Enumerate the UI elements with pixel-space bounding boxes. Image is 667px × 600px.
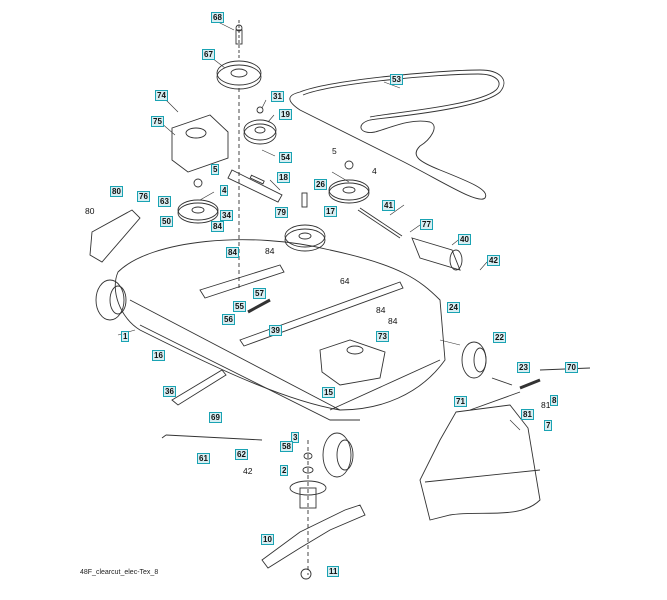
part-label-71[interactable]: 71 <box>454 396 467 407</box>
part-label-5[interactable]: 5 <box>211 164 220 175</box>
part-label-36[interactable]: 36 <box>163 386 176 397</box>
part-label-22[interactable]: 22 <box>493 332 506 343</box>
part-label-19[interactable]: 19 <box>279 109 292 120</box>
part-label-80[interactable]: 80 <box>110 186 123 197</box>
belt-shield-76 <box>89 209 141 263</box>
mower-deck-1 <box>114 239 446 411</box>
part-label-41[interactable]: 41 <box>382 200 395 211</box>
rod-61 <box>165 434 263 441</box>
part-label-58[interactable]: 58 <box>280 441 293 452</box>
part-label-75[interactable]: 75 <box>151 116 164 127</box>
part-label-40[interactable]: 40 <box>458 234 471 245</box>
part-label-80-plain[interactable]: 80 <box>85 206 95 216</box>
part-label-4[interactable]: 4 <box>220 185 229 196</box>
part-label-63[interactable]: 63 <box>158 196 171 207</box>
part-label-42-plain[interactable]: 42 <box>243 466 253 476</box>
part-label-77[interactable]: 77 <box>420 219 433 230</box>
part-label-84-c[interactable]: 84 <box>265 246 275 256</box>
part-label-16[interactable]: 16 <box>152 350 165 361</box>
part-label-79[interactable]: 79 <box>275 207 288 218</box>
part-label-3[interactable]: 3 <box>291 432 300 443</box>
part-label-23[interactable]: 23 <box>517 362 530 373</box>
part-label-18[interactable]: 18 <box>277 172 290 183</box>
discharge-chute-7 <box>419 404 541 521</box>
spindle-cover-73 <box>319 339 386 386</box>
part-label-84-d[interactable]: 84 <box>376 305 386 315</box>
part-label-81-plain[interactable]: 81 <box>541 400 551 410</box>
part-label-1[interactable]: 1 <box>121 331 130 342</box>
part-label-74[interactable]: 74 <box>155 90 168 101</box>
part-label-34[interactable]: 34 <box>220 210 233 221</box>
idler-pulley-19 <box>243 123 277 145</box>
roller-shaft-41 <box>357 209 401 239</box>
part-label-31[interactable]: 31 <box>271 91 284 102</box>
part-label-61[interactable]: 61 <box>197 453 210 464</box>
part-label-24[interactable]: 24 <box>447 302 460 313</box>
part-label-4-plain[interactable]: 4 <box>372 166 377 176</box>
lift-arm <box>199 264 285 299</box>
part-label-8[interactable]: 8 <box>550 395 559 406</box>
part-label-50[interactable]: 50 <box>160 216 173 227</box>
idler-arm-18 <box>227 169 283 203</box>
lift-link-36 <box>171 369 227 406</box>
part-label-84[interactable]: 84 <box>211 221 224 232</box>
blade-nut-11 <box>300 568 312 580</box>
part-label-67[interactable]: 67 <box>202 49 215 60</box>
bracket-75 <box>171 114 229 173</box>
part-label-84-b[interactable]: 84 <box>226 247 239 258</box>
pulley-4-right <box>328 182 370 204</box>
part-label-10[interactable]: 10 <box>261 534 274 545</box>
gauge-wheel-front <box>322 432 352 478</box>
part-label-56[interactable]: 56 <box>222 314 235 325</box>
part-label-55[interactable]: 55 <box>233 301 246 312</box>
part-label-39[interactable]: 39 <box>269 325 282 336</box>
part-label-7[interactable]: 7 <box>544 420 553 431</box>
part-label-15[interactable]: 15 <box>322 387 335 398</box>
part-label-54[interactable]: 54 <box>279 152 292 163</box>
part-label-68[interactable]: 68 <box>211 12 224 23</box>
drive-belt <box>289 69 505 200</box>
part-label-53[interactable]: 53 <box>390 74 403 85</box>
anti-scalp-roller-40 <box>411 237 461 271</box>
part-label-81[interactable]: 81 <box>521 409 534 420</box>
part-label-11[interactable]: 11 <box>327 566 340 577</box>
pin-23 <box>491 377 513 386</box>
part-label-42[interactable]: 42 <box>487 255 500 266</box>
pulley-4-left <box>177 202 219 224</box>
part-label-84-e[interactable]: 84 <box>388 316 398 326</box>
stabilizer-rod <box>239 281 404 347</box>
spring-8 <box>519 378 541 390</box>
diagram-caption: 48F_clearcut_elec-Tex_8 <box>80 569 159 576</box>
part-label-76[interactable]: 76 <box>137 191 150 202</box>
spring-57 <box>247 298 271 314</box>
part-label-57[interactable]: 57 <box>253 288 266 299</box>
part-label-64[interactable]: 64 <box>340 276 350 286</box>
part-label-69[interactable]: 69 <box>209 412 222 423</box>
part-label-17[interactable]: 17 <box>324 206 337 217</box>
part-label-26[interactable]: 26 <box>314 179 327 190</box>
spindle-2 <box>289 480 327 496</box>
gauge-wheel-left <box>95 279 125 321</box>
part-label-5-plain[interactable]: 5 <box>332 146 337 156</box>
part-label-62[interactable]: 62 <box>235 449 248 460</box>
part-label-70[interactable]: 70 <box>565 362 578 373</box>
blade-10 <box>261 504 366 569</box>
part-label-73[interactable]: 73 <box>376 331 389 342</box>
idler-pulley-17 <box>284 228 326 252</box>
part-label-2[interactable]: 2 <box>280 465 289 476</box>
